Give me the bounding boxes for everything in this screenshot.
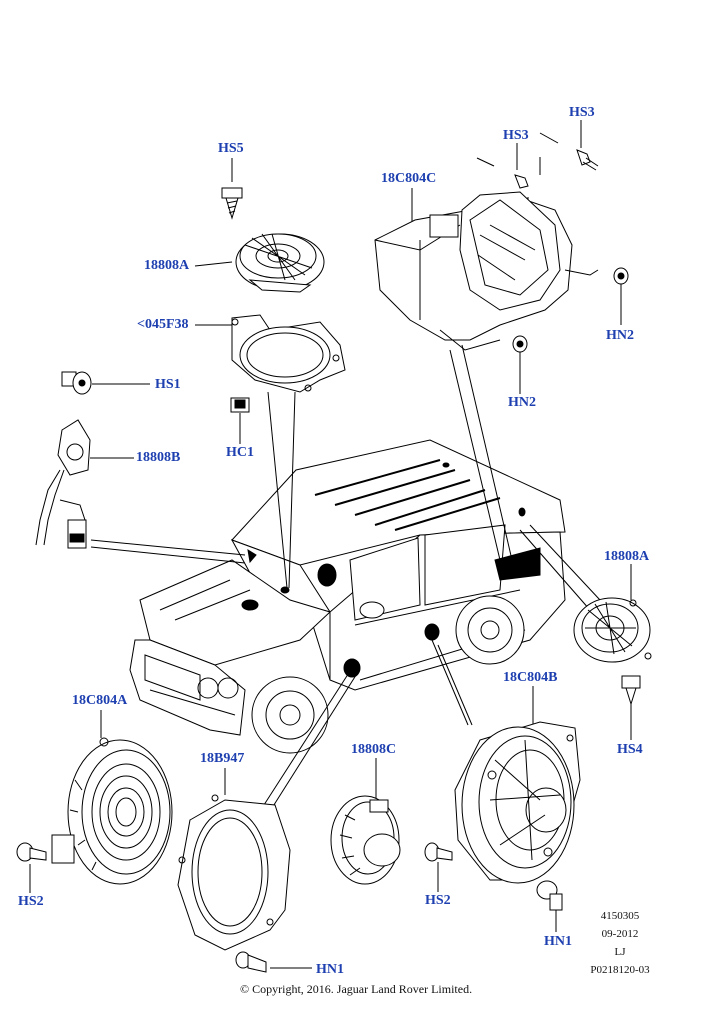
callout-18808c: 18808C xyxy=(351,742,397,757)
hn1-bolt-mid xyxy=(235,951,267,973)
reference-number: 4150305 xyxy=(600,910,640,922)
reference-initials: LJ xyxy=(614,946,626,958)
callout-hn1-right: HN1 xyxy=(544,934,572,949)
callout-hn2-right: HN2 xyxy=(606,328,634,343)
callout-18808a-top: 18808A xyxy=(144,258,190,273)
hs2-bolt-mid xyxy=(424,842,453,862)
callout-18808a-right: 18808A xyxy=(604,549,650,564)
hs4-screw xyxy=(621,675,641,706)
callout-hs3-left: HS3 xyxy=(503,128,529,143)
enclosure-18c804c xyxy=(374,191,599,351)
tweeter-18808a-right xyxy=(573,597,652,663)
callout-hs2-left: HS2 xyxy=(18,894,44,909)
callout-18c804a: 18C804A xyxy=(72,693,128,708)
hn2-nuts xyxy=(512,267,629,353)
woofer-18c804a xyxy=(51,737,173,885)
vehicle-illustration xyxy=(129,439,566,754)
callout-hn2-left: HN2 xyxy=(508,395,536,410)
callout-18c804b: 18C804B xyxy=(503,670,558,685)
hn1-bolt-right xyxy=(536,880,563,911)
callout-18b947: 18B947 xyxy=(200,751,245,766)
hs3-screws xyxy=(514,149,599,189)
ring-18b947 xyxy=(177,794,291,951)
harness-18808b xyxy=(35,419,91,549)
callout-18808b: 18808B xyxy=(136,450,181,465)
woofer-18c804b xyxy=(454,721,581,884)
reference-date: 09-2012 xyxy=(601,928,639,940)
callout-hs5: HS5 xyxy=(218,141,244,156)
callout-18c804c: 18C804C xyxy=(381,171,437,186)
bracket-045f38 xyxy=(231,314,346,393)
callout-hs2-mid: HS2 xyxy=(425,893,451,908)
tweeter-18808a-top xyxy=(235,233,325,293)
callout-hn1-mid: HN1 xyxy=(316,962,344,977)
callout-hs1: HS1 xyxy=(155,377,181,392)
callout-hs3-right: HS3 xyxy=(569,105,595,120)
hs5-screw xyxy=(221,187,243,220)
hs2-bolt-left xyxy=(16,842,47,862)
reference-part-code: P0218120-03 xyxy=(590,964,650,976)
callout-045f38: <045F38 xyxy=(137,317,189,332)
callout-hc1: HC1 xyxy=(226,445,254,460)
leader-lines xyxy=(29,120,632,969)
hc1-clip xyxy=(230,397,250,413)
hs1-bolt xyxy=(61,371,92,395)
callout-hs4: HS4 xyxy=(617,742,643,757)
copyright-notice: © Copyright, 2016. Jaguar Land Rover Lim… xyxy=(240,982,473,996)
speaker-18808c xyxy=(330,795,401,885)
